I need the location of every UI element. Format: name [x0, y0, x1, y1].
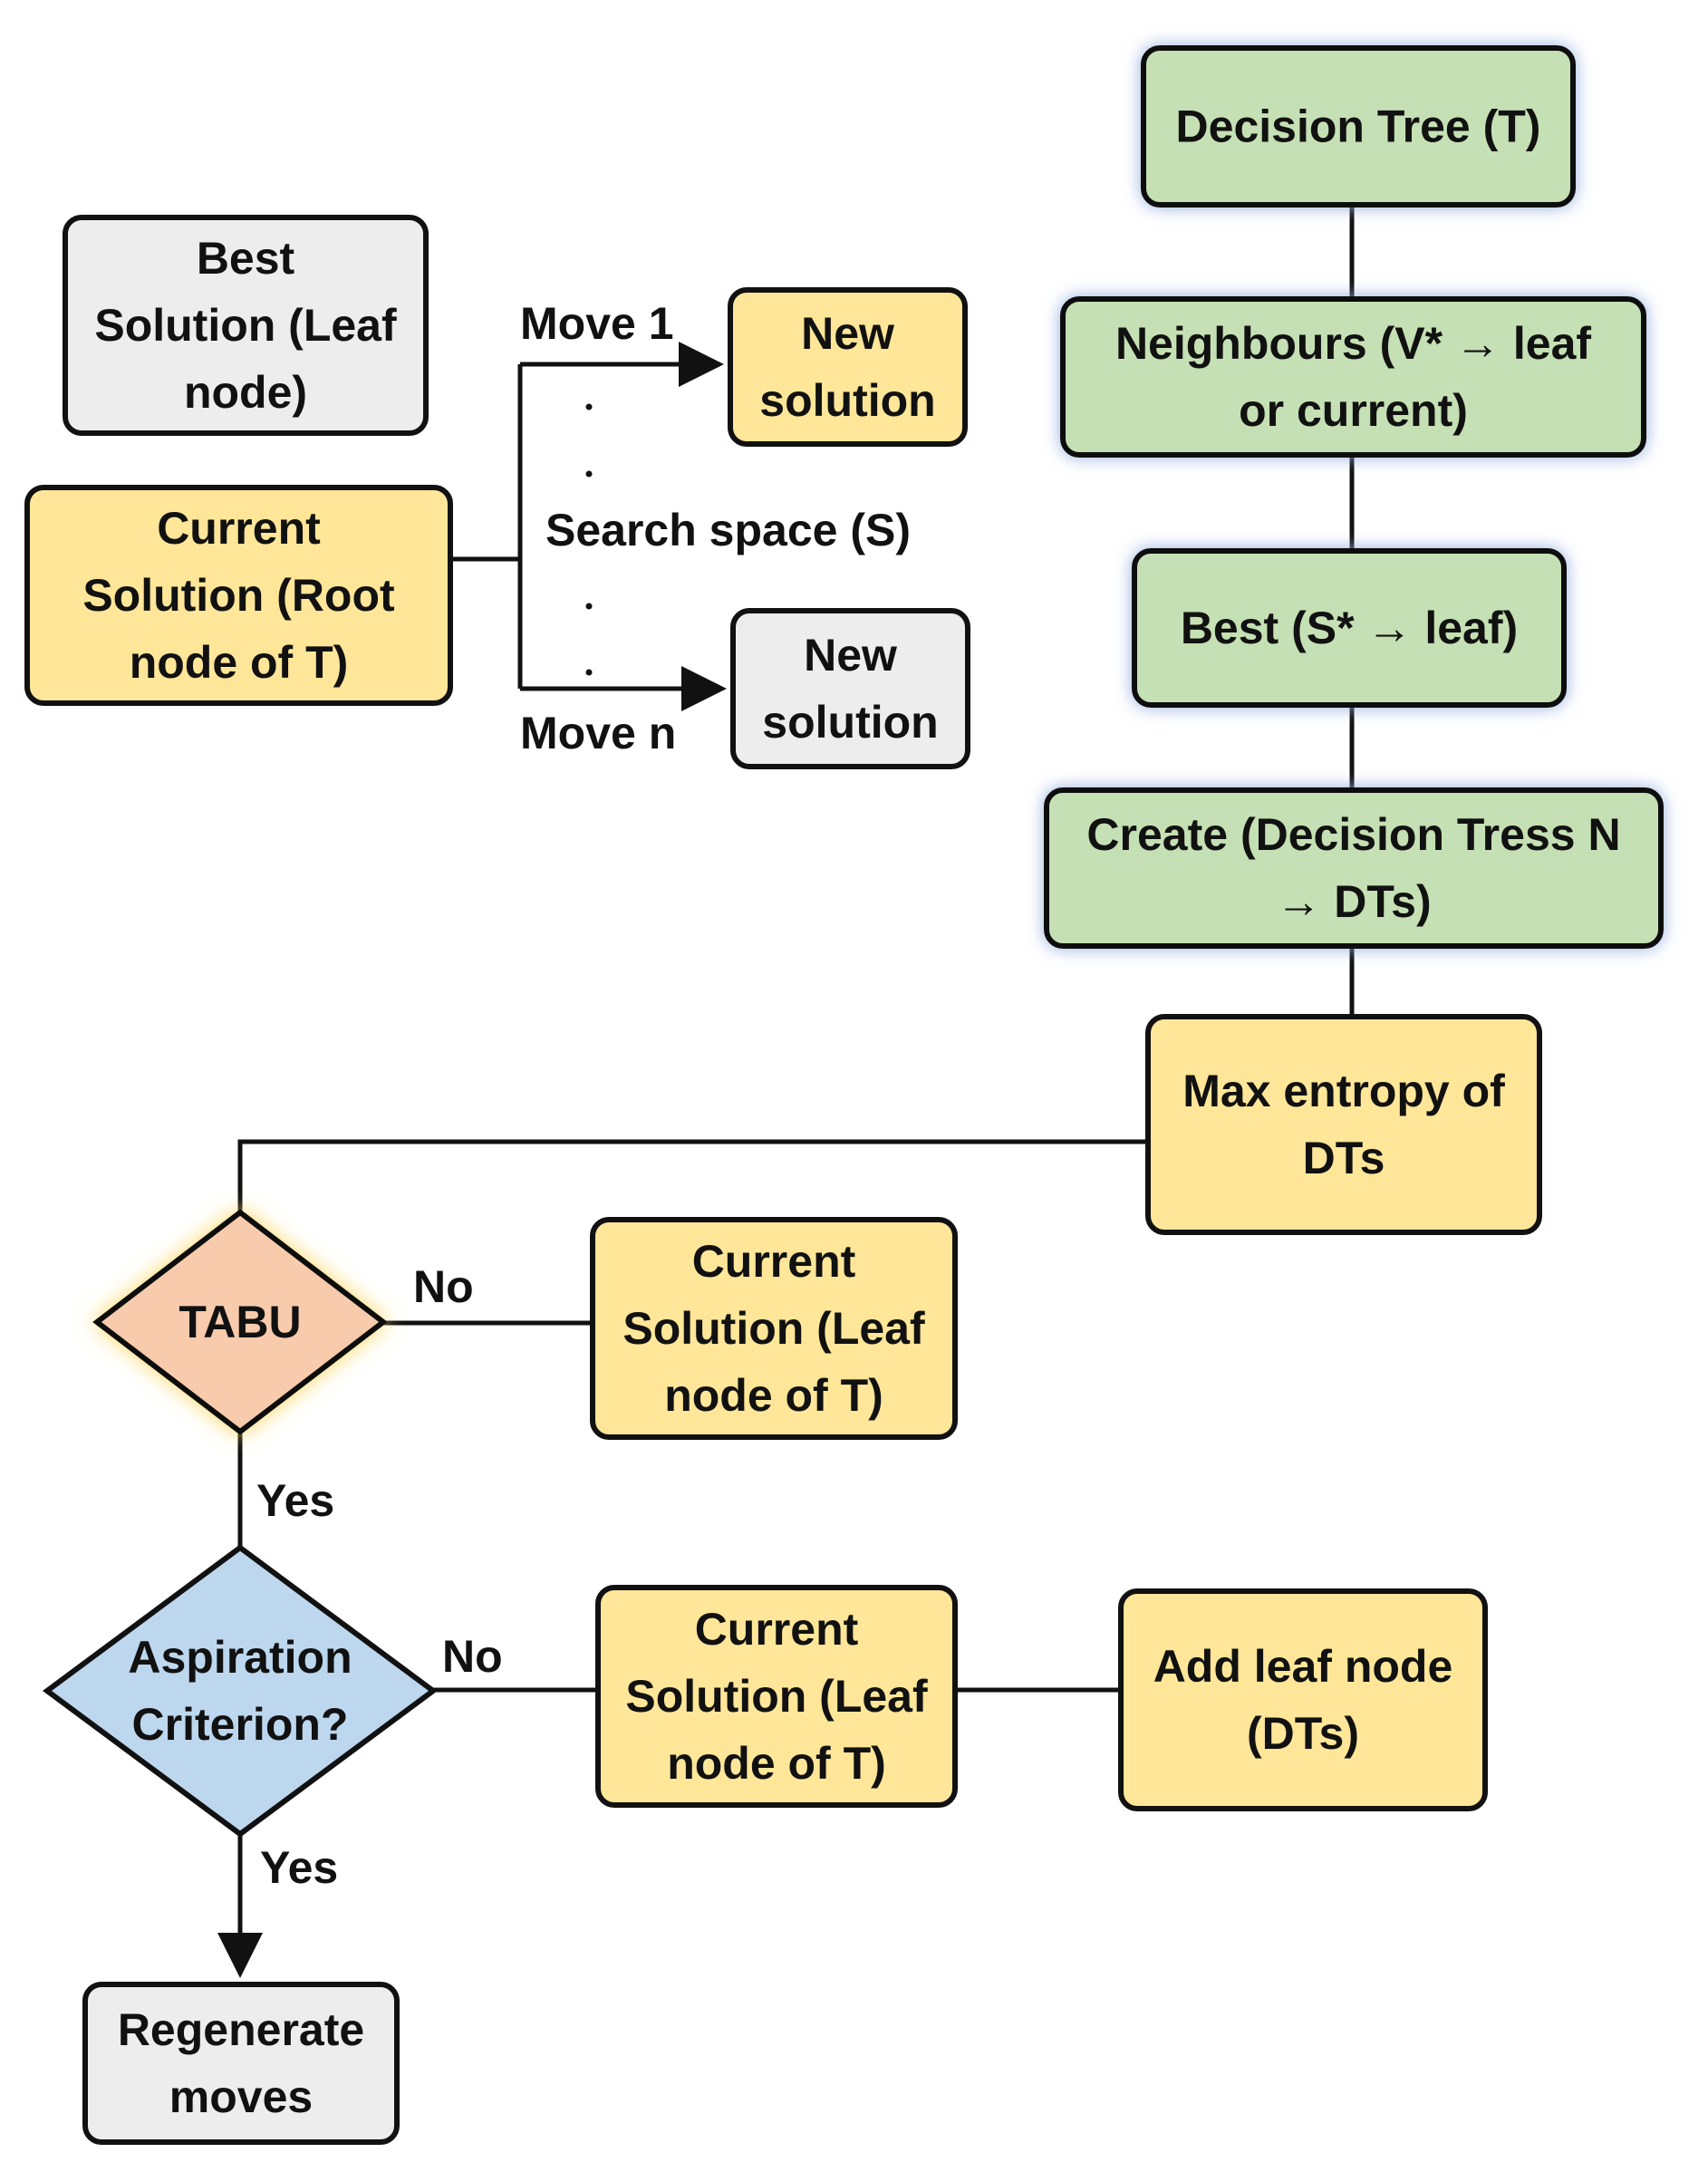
aspiration-criterion-decision-text-line: Criterion?: [132, 1699, 349, 1750]
new-solution-1-box: New solution: [728, 287, 968, 447]
max-entropy-box-shape: [1145, 1014, 1542, 1235]
neighbours-box: Neighbours (V* → leaf or current): [1060, 296, 1646, 458]
max-entropy-box-text-line: Max entropy of: [1182, 1066, 1505, 1116]
label-tabu-no: No: [413, 1261, 474, 1312]
neighbours-box-shape: [1060, 296, 1646, 458]
best-solution-box-text-line: node): [184, 367, 307, 418]
aspiration-criterion-decision-shape: [42, 1544, 439, 1838]
aspiration-criterion-decision-text-line: Aspiration: [128, 1632, 352, 1683]
add-leaf-node-box: Add leaf node (DTs): [1118, 1588, 1488, 1811]
add-leaf-node-box-text-line: (DTs): [1247, 1708, 1359, 1759]
new-solution-1-box-shape: [728, 287, 968, 447]
label-aspiration-no: No: [442, 1631, 503, 1682]
decision-tree-box-text-line: Decision Tree (T): [1176, 101, 1541, 152]
decision-tree-box: Decision Tree (T): [1141, 45, 1576, 208]
best-solution-box-text-line: Best: [197, 233, 295, 284]
regenerate-moves-box-text-line: moves: [169, 2071, 313, 2122]
neighbours-box-text-line: or current): [1239, 385, 1468, 436]
best-leaf-box-shape: [1132, 548, 1567, 708]
label-aspiration-yes: Yes: [260, 1842, 338, 1893]
current-solution-leaf-box-1-text-line: Solution (Leaf: [622, 1303, 925, 1354]
new-solution-n-box: New solution: [730, 608, 970, 769]
max-entropy-box: Max entropy of DTs: [1145, 1014, 1542, 1235]
current-solution-leaf-box-1-shape: [590, 1217, 958, 1440]
label-move-1: Move 1: [520, 298, 674, 349]
label-tabu-yes: Yes: [256, 1475, 334, 1526]
new-solution-n-box-text-line: solution: [762, 697, 938, 748]
regenerate-moves-box: Regenerate moves: [82, 1982, 400, 2145]
connectors: [217, 205, 1355, 1978]
new-solution-1-box-text-line: New: [801, 308, 894, 359]
edge-labels: Move 1 Move n Search space (S) No Yes No…: [256, 298, 911, 1893]
search-space-dots: [585, 403, 593, 676]
tabu-decision-text-line: TABU: [179, 1297, 301, 1347]
current-solution-leaf-box-2-text-line: Solution (Leaf: [625, 1671, 928, 1722]
label-search-space: Search space (S): [545, 505, 911, 555]
new-solution-n-box-shape: [730, 608, 970, 769]
create-dts-box: Create (Decision Tress N → DTs): [1044, 787, 1664, 949]
create-dts-box-text-line: Create (Decision Tress N: [1086, 809, 1620, 860]
current-solution-root-box-text-line: node of T): [130, 637, 349, 688]
new-solution-n-box-text-line: New: [804, 630, 897, 681]
connector-entropy-to-tabu: [237, 1139, 1148, 1212]
max-entropy-box-text-line: DTs: [1303, 1133, 1385, 1183]
tabu-decision-shape: [92, 1209, 388, 1435]
add-leaf-node-box-text-line: Add leaf node: [1153, 1641, 1453, 1692]
current-solution-leaf-box-2-text-line: Current: [695, 1604, 859, 1655]
ellipsis-dot: [585, 603, 593, 610]
current-solution-root-box-text-line: Current: [157, 503, 321, 554]
tabu-decision: TABU: [92, 1209, 388, 1435]
neighbours-box-text-line: Neighbours (V* → leaf: [1115, 318, 1591, 369]
ellipsis-dot: [585, 403, 593, 410]
current-solution-leaf-box-2-text-line: node of T): [667, 1738, 886, 1789]
current-solution-root-box-text-line: Solution (Root: [82, 570, 395, 621]
ellipsis-dot: [585, 669, 593, 676]
add-leaf-node-box-shape: [1118, 1588, 1488, 1811]
ellipsis-dot: [585, 470, 593, 478]
best-solution-box-text-line: Solution (Leaf: [94, 300, 397, 351]
current-solution-leaf-box-1-text-line: Current: [692, 1236, 856, 1287]
current-solution-leaf-box-2-shape: [595, 1585, 958, 1808]
new-solution-1-box-text-line: solution: [759, 375, 935, 426]
best-leaf-box: Best (S* → leaf): [1132, 548, 1567, 708]
current-solution-leaf-box-1-text-line: node of T): [664, 1370, 883, 1421]
best-leaf-box-text-line: Best (S* → leaf): [1181, 603, 1518, 653]
label-move-n: Move n: [520, 708, 676, 758]
regenerate-moves-box-shape: [82, 1982, 400, 2145]
best-solution-box-shape: [63, 215, 429, 436]
create-dts-box-text-line: → DTs): [1276, 876, 1431, 927]
decision-tree-box-shape: [1141, 45, 1576, 208]
create-dts-box-shape: [1044, 787, 1664, 949]
regenerate-moves-box-text-line: Regenerate: [118, 2004, 364, 2055]
current-solution-root-box-shape: [24, 485, 453, 706]
